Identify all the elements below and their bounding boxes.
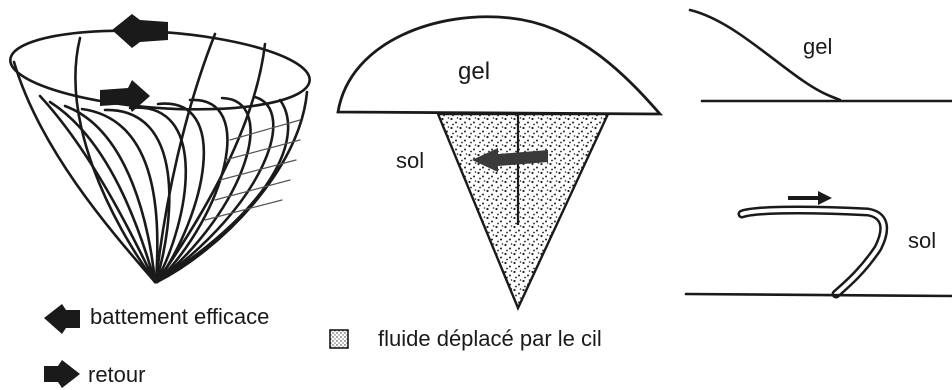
- bent-cilium-core: [742, 210, 884, 294]
- legend-fluid-label: fluide déplacé par le cil: [378, 328, 602, 350]
- forward-stroke-arrow: [788, 191, 832, 205]
- gel-sol-panel: [338, 17, 660, 308]
- ciliary-beat-cone: [8, 22, 313, 282]
- legend-effective-stroke-label: battement efficace: [90, 306, 269, 328]
- legend-return-icon: [44, 360, 80, 388]
- surface-line-bottom: [686, 294, 952, 296]
- gel-label-right: gel: [803, 36, 832, 58]
- bent-cilium: [742, 210, 884, 294]
- cone-right-side: [157, 92, 307, 282]
- gel-label-middle: gel: [458, 60, 490, 84]
- effective-stroke-arrow: [112, 14, 168, 48]
- fluid-wedge: [438, 114, 608, 308]
- gel-layer: [338, 17, 660, 114]
- legend-effective-stroke-icon: [44, 304, 80, 334]
- sol-label-middle: sol: [396, 150, 424, 172]
- sol-label-right: sol: [908, 230, 936, 252]
- cilium-position-line: [40, 96, 155, 282]
- legend-return-label: retour: [88, 364, 145, 386]
- legend-fluid-swatch: [330, 330, 348, 348]
